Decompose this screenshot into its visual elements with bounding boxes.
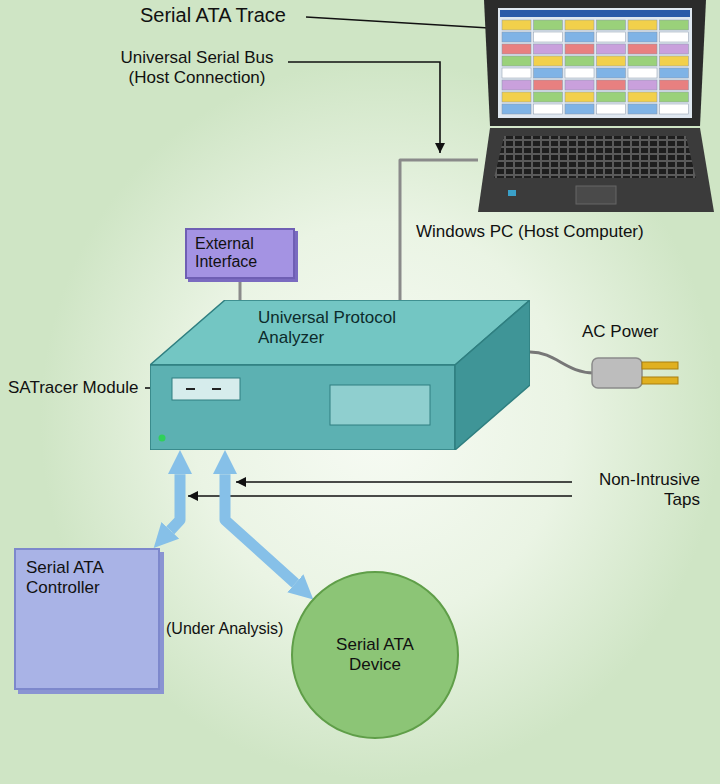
screen-cell: [660, 68, 689, 78]
computer-label: Windows PC (Host Computer): [416, 222, 644, 242]
screen-cell: [534, 20, 563, 30]
screen-cell: [628, 56, 657, 66]
analyzer-box: Universal Protocol Analyzer: [150, 300, 530, 450]
plug-prong: [642, 362, 678, 369]
screen-cell: [597, 20, 626, 30]
callout-label: Serial ATA Trace: [140, 4, 286, 27]
callout-label: Non-Intrusive Taps: [580, 470, 700, 509]
screen-cell: [660, 56, 689, 66]
screen-cell: [534, 80, 563, 90]
note-label: (Under Analysis): [166, 620, 283, 638]
device-node: Serial ATA Device: [290, 570, 460, 740]
controller-box: Serial ATA Controller: [14, 548, 160, 690]
screen-cell: [565, 92, 594, 102]
plug-body: [592, 358, 642, 388]
screen-cell: [565, 44, 594, 54]
screen-cell: [628, 44, 657, 54]
screen-cell: [565, 80, 594, 90]
screen-cell: [502, 80, 531, 90]
screen-cell: [597, 92, 626, 102]
screen-cell: [502, 32, 531, 42]
power-cord: [530, 352, 594, 373]
screen-cell: [502, 20, 531, 30]
screen-cell: [628, 104, 657, 114]
screen-cell: [502, 44, 531, 54]
screen-cell: [565, 68, 594, 78]
screen-cell: [565, 56, 594, 66]
screen-cell: [628, 20, 657, 30]
callout-label: SATracer Module: [8, 378, 138, 398]
screen-cell: [628, 92, 657, 102]
screen-cell: [565, 20, 594, 30]
screen-cell: [597, 104, 626, 114]
screen-cell: [660, 92, 689, 102]
screen-cell: [597, 32, 626, 42]
tap-arrow: [225, 474, 295, 583]
screen-cell: [534, 68, 563, 78]
screen-cell: [565, 32, 594, 42]
callout-label: Universal Serial Bus (Host Connection): [110, 48, 284, 87]
screen-cell: [597, 44, 626, 54]
box-label: Serial ATA Controller: [26, 558, 148, 597]
callout-label: AC Power: [582, 322, 659, 342]
screen-cell: [628, 68, 657, 78]
interface-box: External Interface: [185, 228, 295, 279]
screen-cell: [660, 32, 689, 42]
screen-cell: [660, 20, 689, 30]
screen-cell: [534, 44, 563, 54]
screen-cell: [534, 56, 563, 66]
screen-cell: [534, 104, 563, 114]
leader-line: [288, 62, 440, 153]
plug-prong: [642, 377, 678, 384]
screen-cell: [660, 104, 689, 114]
screen-cell: [597, 68, 626, 78]
screen-cell: [660, 80, 689, 90]
interface-cable: [239, 279, 242, 300]
box-label: External Interface: [195, 235, 285, 272]
screen-cell: [628, 80, 657, 90]
screen-cell: [534, 92, 563, 102]
screen-cell: [660, 44, 689, 54]
laptop-computer: Windows PC (Host Computer): [478, 0, 714, 212]
analyzer-label: Universal Protocol Analyzer: [258, 308, 408, 349]
screen-bar: [500, 10, 690, 17]
screen-cell: [534, 32, 563, 42]
screen-cell: [597, 80, 626, 90]
screen-cell: [502, 68, 531, 78]
laptop-illustration: [478, 0, 714, 212]
leader-line: [188, 495, 572, 497]
screen-cell: [502, 56, 531, 66]
leader-line: [236, 481, 572, 483]
tap-arrow: [170, 474, 180, 530]
screen-cell: [597, 56, 626, 66]
screen-cell: [565, 104, 594, 114]
screen-cell: [502, 104, 531, 114]
screen-cell: [502, 92, 531, 102]
screen-cell: [628, 32, 657, 42]
device-label: Serial ATA Device: [315, 635, 435, 674]
